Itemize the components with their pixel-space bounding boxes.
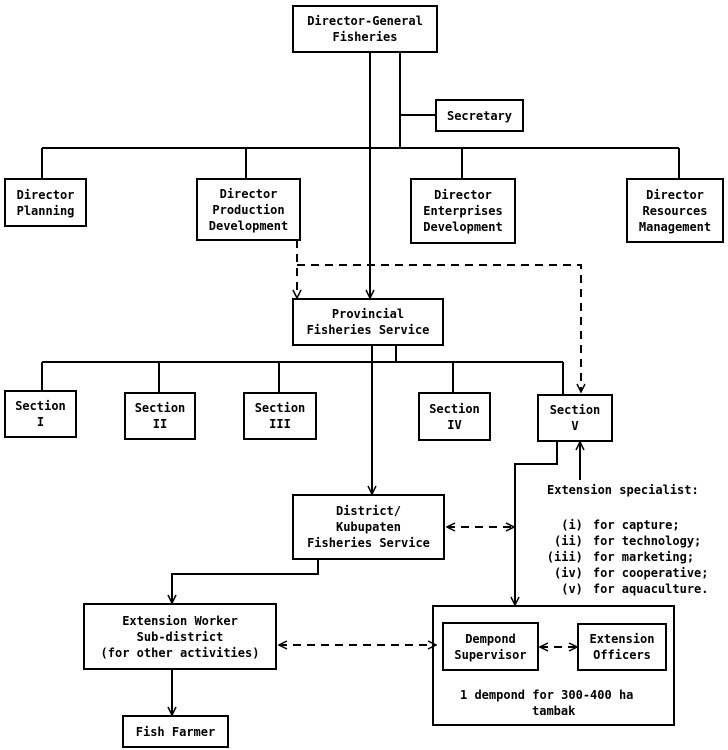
specialist-item: (iv) for cooperative; bbox=[512, 552, 709, 594]
specialist-item-label: for aquaculture. bbox=[592, 582, 709, 596]
section-2-line-2: II bbox=[152, 417, 168, 431]
dempond-supervisor-line-2: Supervisor bbox=[454, 647, 527, 662]
line-section5-to-dempond bbox=[515, 442, 558, 605]
director-resources-line-3: Management bbox=[638, 219, 712, 234]
section-1-box: Section I bbox=[4, 390, 77, 438]
specialist-title: Extension specialist: bbox=[547, 483, 699, 497]
dashed-production-to-section5 bbox=[297, 264, 581, 392]
extension-worker-line-2: Sub-district bbox=[136, 629, 224, 644]
section-3-line-2: III bbox=[269, 417, 291, 431]
specialist-item-label: for technology; bbox=[592, 534, 702, 548]
secretary-label: Secretary bbox=[446, 108, 513, 123]
district-line-3: Fisheries Service bbox=[307, 536, 430, 550]
dempond-group-box bbox=[432, 605, 675, 726]
extension-worker-box: Extension Worker Sub-district (for other… bbox=[83, 603, 277, 670]
dempond-supervisor-line-1: Dempond bbox=[465, 631, 516, 646]
dempond-note-line-1: 1 dempond for 300-400 ha bbox=[460, 688, 634, 702]
director-general-line-1: Director-General bbox=[307, 14, 423, 28]
director-resources-line-2: Resources bbox=[642, 203, 708, 218]
director-production-line-1: Director bbox=[219, 186, 278, 201]
section-5-line-2: V bbox=[571, 419, 579, 433]
director-planning-line-2: Planning bbox=[16, 203, 75, 218]
specialist-item-label: for capture; bbox=[592, 518, 680, 532]
section-3-box: Section III bbox=[243, 392, 317, 440]
section-5-box: Section V bbox=[537, 394, 613, 442]
director-production-box: Director Production Development bbox=[196, 178, 301, 241]
specialist-item-label: for marketing; bbox=[592, 550, 695, 564]
director-enterprises-line-2: Enterprises bbox=[423, 204, 503, 218]
extension-officers-box: Extension Officers bbox=[577, 623, 667, 671]
specialist-item-num: (v) bbox=[561, 582, 583, 596]
district-line-1: District/ bbox=[335, 504, 402, 518]
section-4-line-1: Section bbox=[429, 401, 480, 416]
director-enterprises-line-1: Director bbox=[434, 188, 492, 202]
specialist-item: (iii) for marketing; bbox=[512, 536, 694, 578]
dempond-note-line-2: tambak bbox=[532, 704, 576, 718]
extension-officers-line-2: Officers bbox=[593, 648, 651, 662]
section-3-line-1: Section bbox=[254, 401, 306, 415]
director-general-box: Director-General Fisheries bbox=[292, 5, 438, 53]
director-general-line-2: Fisheries bbox=[332, 30, 398, 44]
section-4-box: Section IV bbox=[418, 392, 491, 441]
district-box: District/ Kubupaten Fisheries Service bbox=[292, 494, 445, 560]
extension-worker-line-1: Extension Worker bbox=[122, 613, 238, 628]
specialist-item-num: (ii) bbox=[554, 534, 583, 548]
fish-farmer-label: Fish Farmer bbox=[135, 724, 216, 739]
section-2-line-1: Section bbox=[134, 401, 186, 415]
director-resources-box: Director Resources Management bbox=[626, 178, 724, 243]
fish-farmer-box: Fish Farmer bbox=[122, 715, 229, 748]
specialist-item: (v) for aquaculture. bbox=[512, 568, 709, 610]
director-production-line-3: Development bbox=[208, 218, 289, 233]
secretary-box: Secretary bbox=[435, 99, 524, 132]
provincial-box: Provincial Fisheries Service bbox=[292, 298, 444, 346]
section-5-line-1: Section bbox=[549, 403, 601, 417]
provincial-line-2: Fisheries Service bbox=[306, 323, 430, 337]
provincial-line-1: Provincial bbox=[331, 307, 405, 321]
director-planning-line-1: Director bbox=[16, 187, 75, 202]
extension-worker-line-3: (for other activities) bbox=[100, 645, 260, 660]
extension-officers-line-1: Extension bbox=[589, 632, 655, 646]
director-production-line-2: Production bbox=[212, 202, 285, 217]
director-resources-line-1: Director bbox=[646, 187, 704, 202]
section-1-line-1: Section bbox=[15, 399, 66, 413]
specialist-item-num: (iv) bbox=[554, 566, 583, 580]
specialist-item-num: (iii) bbox=[546, 550, 583, 564]
director-planning-box: Director Planning bbox=[4, 178, 87, 227]
dempond-supervisor-box: Dempond Supervisor bbox=[442, 622, 539, 671]
specialist-item: (i) for capture; bbox=[512, 504, 680, 546]
director-enterprises-line-3: Development bbox=[423, 220, 503, 234]
district-line-2: Kubupaten bbox=[335, 520, 402, 534]
section-2-box: Section II bbox=[124, 392, 196, 440]
specialist-item-num: (i) bbox=[561, 518, 583, 532]
specialist-item-label: for cooperative; bbox=[592, 566, 709, 580]
line-district-to-worker bbox=[172, 560, 319, 603]
director-enterprises-box: Director Enterprises Development bbox=[410, 178, 516, 244]
specialist-item: (ii) for technology; bbox=[512, 520, 701, 562]
section-4-line-2: IV bbox=[447, 417, 462, 432]
section-1-line-2: I bbox=[36, 415, 45, 429]
